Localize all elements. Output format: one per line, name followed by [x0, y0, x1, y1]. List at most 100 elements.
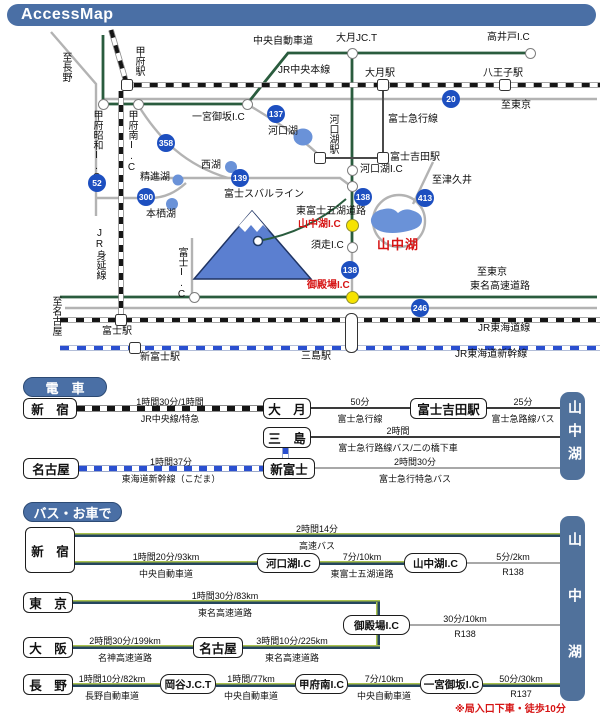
route-number-badge: 138 — [341, 261, 359, 279]
map-label: 河口湖I.C — [360, 164, 403, 175]
segment-route-label: R137 — [510, 688, 532, 699]
station-box: 岡谷J.C.T — [160, 674, 216, 694]
map-label: JR中央本線 — [278, 65, 331, 76]
map-label: 至長野 — [60, 52, 71, 82]
route-number-badge: 138 — [354, 188, 372, 206]
segment-route-label: 富士急行特急バス — [378, 473, 452, 484]
segment-time-label: 50分/30km — [499, 673, 543, 684]
segment-time-label: 50分 — [350, 396, 370, 407]
segment-route-label: R138 — [502, 566, 524, 577]
route-line — [311, 406, 410, 410]
mt-fuji — [192, 198, 347, 280]
map-label: 至東京 — [477, 267, 507, 278]
ic-marker — [188, 291, 200, 303]
ic-marker — [132, 98, 144, 110]
route-line — [283, 448, 288, 458]
route-line — [410, 623, 560, 626]
map-label: JR東海道線 — [478, 323, 531, 334]
segment-route-label: 東富士五湖道路 — [330, 568, 394, 579]
segment-route-label: 東名高速道路 — [197, 607, 253, 618]
highlight-ic-marker — [345, 218, 359, 232]
route-line — [77, 405, 263, 411]
station-box: 新 宿 — [25, 527, 75, 573]
map-label: 河口湖 — [268, 126, 298, 137]
route-line — [487, 406, 560, 410]
segment-route-label: 高速バス — [298, 540, 336, 551]
ic-marker — [241, 98, 253, 110]
map-label: 御殿場I.C — [307, 280, 350, 291]
route-number-badge: 300 — [137, 188, 155, 206]
highlight-ic-marker — [345, 290, 359, 304]
route-line — [315, 466, 560, 469]
segment-time-label: 1時間37分 — [149, 456, 193, 467]
map-label: 中央自動車道 — [253, 36, 313, 47]
segment-time-label: 25分 — [513, 396, 533, 407]
destination-box: 山中湖 — [560, 516, 585, 701]
segment-time-label: 2時間14分 — [295, 523, 339, 534]
route-line — [75, 561, 257, 565]
segment-route-label: 中央自動車道 — [223, 690, 279, 701]
map-label: 甲府南I.C — [126, 110, 137, 173]
route-line — [216, 683, 295, 687]
map-label: 富士I.C — [176, 247, 187, 300]
ic-marker — [346, 47, 358, 59]
route-line — [483, 683, 560, 687]
station-box: 御殿場I.C — [343, 615, 410, 635]
route-line — [311, 435, 560, 439]
segment-time-label: 30分/10km — [443, 613, 487, 624]
station-marker — [344, 313, 358, 353]
map-label: 大月駅 — [365, 68, 395, 79]
route-number-badge: 52 — [88, 174, 106, 192]
route-line — [79, 465, 263, 471]
route-line — [320, 561, 404, 565]
segment-time-label: 2時間30分/199km — [89, 635, 161, 646]
segment-route-label: 富士急路線バス — [491, 413, 555, 424]
map-label: 須走I.C — [311, 240, 344, 251]
segment-time-label: 7分/10km — [364, 673, 404, 684]
ic-marker — [97, 98, 109, 110]
segment-route-label: 東名高速道路 — [264, 652, 320, 663]
segment-time-label: 1時間/77km — [227, 673, 275, 684]
segment-route-label: 東海道新幹線（こだま） — [121, 473, 221, 484]
segment-time-label: 1時間30分/1時間 — [136, 396, 204, 407]
route-number-badge: 137 — [267, 105, 285, 123]
segment-route-label: 中央自動車道 — [138, 568, 194, 579]
station-marker — [314, 152, 326, 164]
map-label: 至津久井 — [432, 175, 472, 186]
station-box: 名古屋 — [23, 458, 79, 479]
destination-box: 山中湖 — [560, 392, 585, 480]
map-label: 至東京 — [501, 100, 531, 111]
segment-time-label: 1時間20分/93km — [132, 551, 200, 562]
station-box: 東 京 — [23, 592, 73, 613]
station-box: 大 月 — [263, 398, 311, 419]
map-label: 富士急行線 — [388, 114, 438, 125]
segment-route-label: 富士急行路線バス/二の橋下車 — [338, 442, 458, 453]
lakes — [166, 128, 422, 233]
map-label: 高井戸I.C — [487, 32, 530, 43]
station-marker — [377, 79, 389, 91]
map-label: 山中湖I.C — [298, 219, 341, 230]
map-label: 甲府昭和I.C — [91, 110, 102, 183]
map-label: 至名古屋 — [50, 296, 61, 336]
station-box: 一宮御坂I.C — [420, 674, 483, 694]
map-label: 新富士駅 — [140, 352, 180, 363]
route-number-badge: 20 — [442, 90, 460, 108]
ic-marker — [346, 164, 358, 176]
map-label: JR東海道新幹線 — [455, 349, 528, 360]
ic-marker — [346, 241, 358, 253]
segment-time-label: 1時間30分/83km — [191, 590, 259, 601]
station-box: 甲府南I.C — [295, 674, 348, 694]
map-label: 西湖 — [201, 160, 221, 171]
station-box: 名古屋 — [193, 637, 243, 658]
station-box: 長 野 — [23, 674, 73, 695]
route-line — [73, 683, 160, 687]
map-label: 精進湖 — [140, 172, 170, 183]
segment-time-label: 3時間10分/225km — [256, 635, 328, 646]
map-label: 本栖湖 — [146, 209, 176, 220]
map-label: 富士駅 — [102, 326, 132, 337]
map-label: 八王子駅 — [483, 68, 523, 79]
route-number-badge: 413 — [416, 189, 434, 207]
segment-route-label: 名神高速道路 — [97, 652, 153, 663]
route-number-badge: 246 — [411, 299, 429, 317]
